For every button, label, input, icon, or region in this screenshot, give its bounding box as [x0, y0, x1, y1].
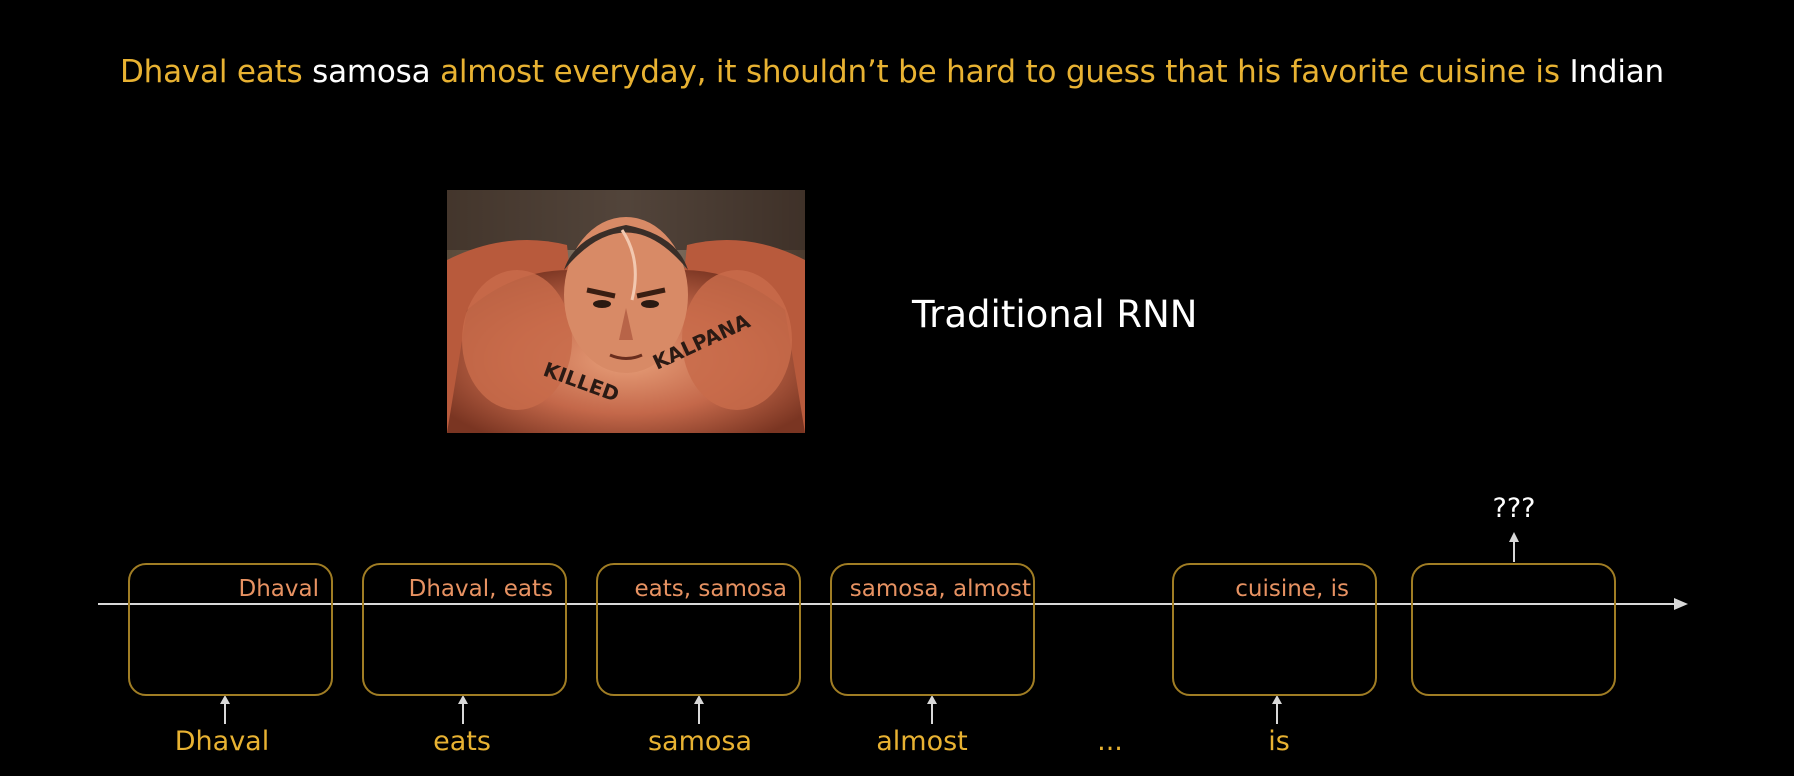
- output-prediction: ???: [1492, 493, 1536, 524]
- input-arrow-2: [458, 695, 468, 724]
- rnn-cell-2: Dhaval, eats: [362, 563, 567, 696]
- cell-state-label: Dhaval, eats: [408, 576, 553, 602]
- cell-state-label: cuisine, is: [1235, 576, 1349, 602]
- input-word-5: is: [1268, 726, 1290, 757]
- rnn-cell-1: Dhaval: [128, 563, 333, 696]
- headline-part-3: almost everyday, it shouldn’t be hard to…: [430, 54, 1570, 90]
- headline-part-1: Dhaval eats: [120, 54, 313, 90]
- rnn-cell-4: samosa, almost: [830, 563, 1035, 696]
- cell-state-label: Dhaval: [238, 576, 319, 602]
- input-word-1: Dhaval: [174, 726, 270, 757]
- input-arrow-5: [1272, 695, 1282, 724]
- headline-part-2: samosa: [312, 54, 431, 90]
- ghajini-photo: KILLED KALPANA: [447, 190, 805, 433]
- ellipsis: ...: [1097, 726, 1123, 757]
- input-word-2: eats: [433, 726, 491, 757]
- input-arrow-4: [927, 695, 937, 724]
- rnn-cell-6: [1411, 563, 1616, 696]
- cell-state-label: eats, samosa: [634, 576, 788, 602]
- input-word-3: samosa: [647, 726, 753, 757]
- headline-sentence: Dhaval eats samosa almost everyday, it s…: [120, 50, 1664, 94]
- diagram-title: Traditional RNN: [912, 293, 1198, 336]
- output-arrow: [1509, 532, 1519, 562]
- rnn-cell-5: cuisine, is: [1172, 563, 1377, 696]
- input-word-4: almost: [876, 726, 968, 757]
- cell-state-label: samosa, almost: [849, 576, 1031, 602]
- input-arrow-3: [694, 695, 704, 724]
- input-arrow-1: [220, 695, 230, 724]
- headline-part-4: Indian: [1569, 54, 1664, 90]
- rnn-cell-3: eats, samosa: [596, 563, 801, 696]
